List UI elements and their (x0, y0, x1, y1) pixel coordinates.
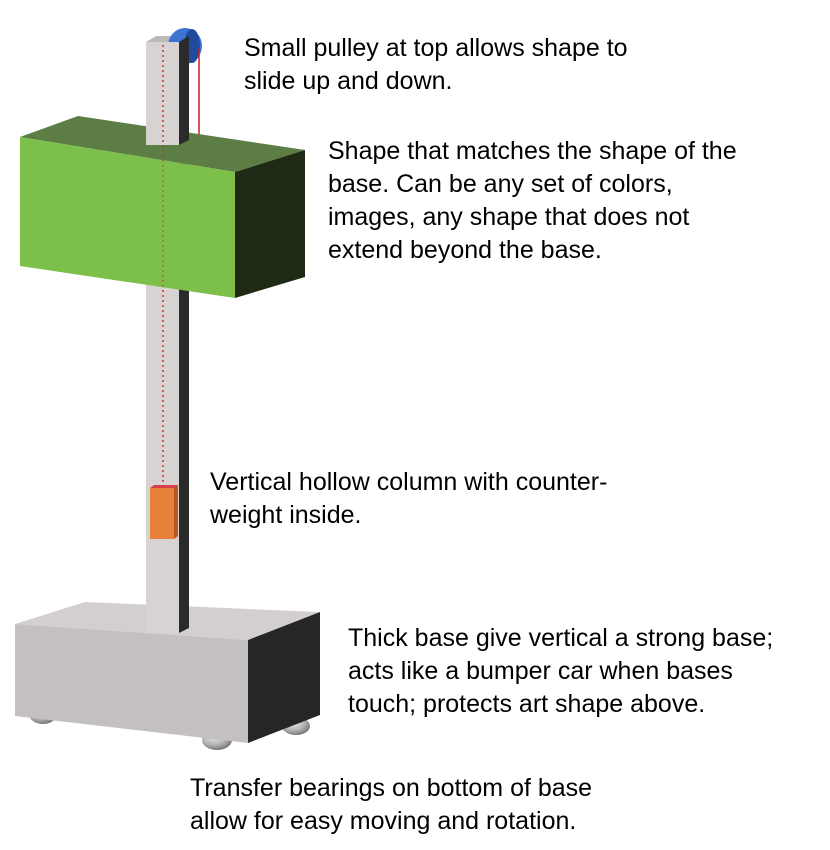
shape-front-face (20, 137, 235, 298)
base-side-face (248, 612, 320, 743)
counterweight-side (174, 485, 178, 539)
column-upper-front (146, 42, 179, 145)
bearings-annotation: Transfer bearings on bottom of base allo… (190, 774, 593, 835)
art-shape (20, 116, 305, 298)
counterweight-top (150, 485, 178, 488)
counterweight-front (150, 488, 174, 539)
pulley-annotation: Small pulley at top allows shape to slid… (244, 34, 628, 95)
shape-side-face (235, 150, 305, 298)
shape-annotation: Shape that matches the shape of the base… (328, 137, 737, 264)
counterweight-icon (150, 485, 178, 539)
column-upper-segment (146, 36, 189, 145)
column-upper-side (179, 36, 189, 145)
base-annotation: Thick base give vertical a strong base; … (348, 624, 774, 718)
base-front-face (15, 624, 248, 743)
column-annotation: Vertical hollow column with counter- wei… (210, 468, 608, 529)
